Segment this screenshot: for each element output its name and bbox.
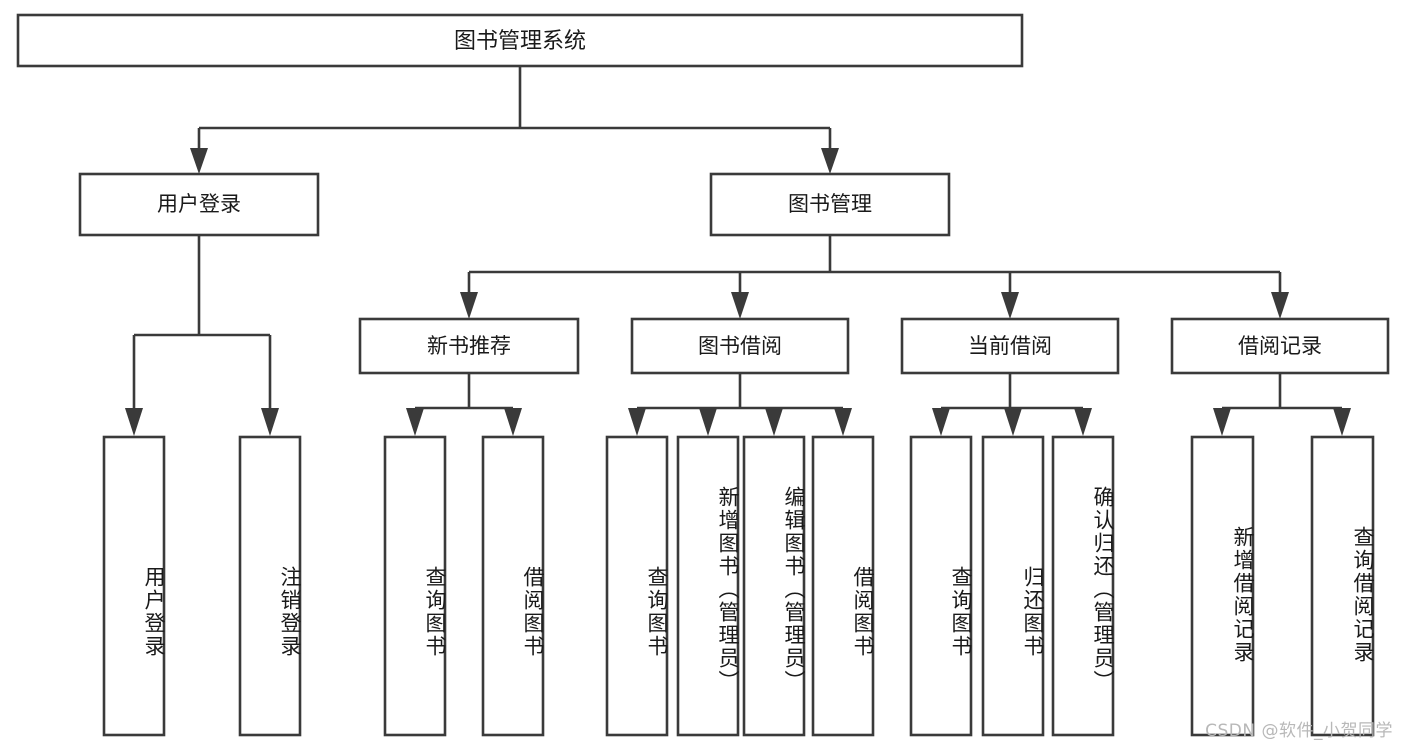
node-current-borrow-label: 当前借阅 [968,334,1052,358]
nodes-layer: 图书管理系统 用户登录 图书管理 新书推荐 图书借阅 当前借阅 借阅记录 [16,13,1390,737]
arrowhead-book-mgmt [821,148,839,174]
connectors-layer [125,66,1351,436]
node-book-management[interactable] [709,172,951,237]
arrowhead-new-book-recommend [460,292,478,319]
node-new-book-recommend-label: 新书推荐 [427,334,511,358]
arrowhead-borrow-leaf-3 [765,408,783,436]
arrowhead-record-leaf-1 [1213,408,1231,436]
node-current-borrow[interactable] [900,317,1120,375]
leaf-current-query-book[interactable] [909,435,973,737]
arrowhead-recommend-leaf-1 [406,408,424,436]
node-book-borrow[interactable] [630,317,850,375]
arrowhead-borrow-leaf-1 [628,408,646,436]
arrowhead-record-leaf-2 [1333,408,1351,436]
leaf-recommend-borrow-book[interactable] [481,435,545,737]
node-root[interactable] [16,13,1024,68]
node-user-login-label: 用户登录 [157,192,241,216]
leaf-borrow-query-book[interactable] [605,435,669,737]
leaf-user-login[interactable] [102,435,166,737]
leaf-borrow-add-book-admin[interactable] [676,435,740,737]
leaf-current-return-book[interactable] [981,435,1045,737]
leaf-record-query-record[interactable] [1310,435,1375,737]
arrowhead-user-login [190,148,208,174]
node-book-management-label: 图书管理 [788,192,872,216]
arrowhead-current-leaf-2 [1004,408,1022,436]
node-borrow-record-label: 借阅记录 [1238,334,1322,358]
arrowhead-borrow-record [1271,292,1289,319]
arrowhead-current-borrow [1001,292,1019,319]
arrowhead-current-leaf-1 [932,408,950,436]
leaf-recommend-query-book[interactable] [383,435,447,737]
leaf-borrow-borrow-book[interactable] [811,435,875,737]
leaf-record-add-record[interactable] [1190,435,1255,737]
arrowhead-borrow-leaf-2 [699,408,717,436]
arrowhead-current-leaf-3 [1074,408,1092,436]
arrowhead-leaf-user-login [125,408,143,436]
arrowhead-leaf-logout [261,408,279,436]
node-user-login[interactable] [78,172,320,237]
node-book-borrow-label: 图书借阅 [698,334,782,358]
leaf-borrow-edit-book-admin[interactable] [742,435,806,737]
watermark-text: CSDN @软件_小贺同学 [1205,721,1393,741]
node-borrow-record[interactable] [1170,317,1390,375]
arrowhead-recommend-leaf-2 [504,408,522,436]
arrowhead-book-borrow [731,292,749,319]
arrowhead-borrow-leaf-4 [834,408,852,436]
node-root-label: 图书管理系统 [454,29,586,54]
leaf-current-confirm-return-admin[interactable] [1051,435,1115,737]
leaf-logout[interactable] [238,435,302,737]
node-new-book-recommend[interactable] [358,317,580,375]
